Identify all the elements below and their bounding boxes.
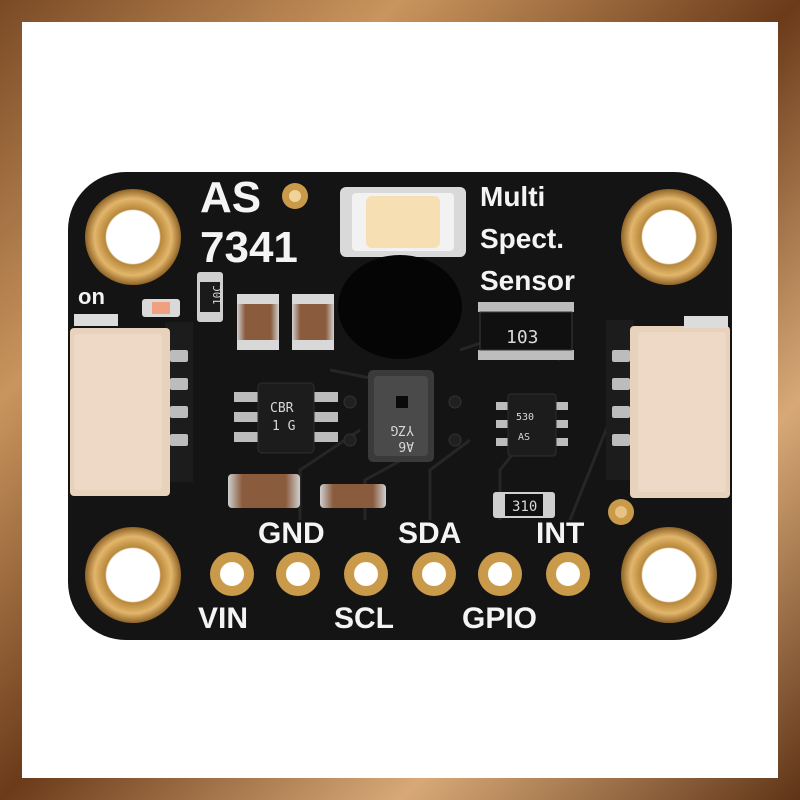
chip-center (343, 370, 462, 462)
led-label: on (78, 284, 105, 309)
pin-label-int: INT (536, 517, 584, 550)
chip-center-text-1: A6 (398, 438, 414, 453)
chip-right-text-1: 530 (516, 412, 534, 423)
resistor-network-code: 103 (506, 327, 539, 348)
board-title-line1: AS (200, 173, 261, 222)
pin-label-vin: VIN (198, 602, 248, 635)
connector-right-pins (612, 350, 630, 446)
chip-right (496, 393, 568, 457)
chip-left (234, 382, 338, 454)
pin-label-gpio: GPIO (462, 602, 537, 635)
board-desc-line2: Spect. (480, 223, 564, 254)
resistor-top-code: 10C (211, 285, 224, 305)
header-pads (210, 552, 590, 596)
connector-left-pins (170, 350, 188, 446)
capacitor-4 (320, 484, 386, 508)
sensor-window (338, 255, 462, 359)
resistor-network-103 (478, 302, 574, 360)
board-desc-line1: Multi (480, 181, 545, 212)
mounting-hole-bottom-left (85, 527, 181, 623)
board-desc-line3: Sensor (480, 265, 575, 296)
led-emitter (366, 196, 440, 248)
capacitor-1 (237, 296, 279, 348)
pin-label-scl: SCL (334, 602, 394, 635)
mounting-hole-bottom-right (621, 527, 717, 623)
chip-center-text-2: YZG (390, 422, 414, 437)
mounting-hole-top-right (621, 189, 717, 285)
chip-left-text-1: CBR (270, 401, 294, 416)
capacitor-3 (228, 474, 300, 508)
chip-left-text-2: 1 G (272, 419, 296, 434)
pin-label-gnd: GND (258, 517, 325, 550)
board-title-line2: 7341 (200, 223, 298, 272)
mounting-hole-top-left (85, 189, 181, 285)
pin-label-sda: SDA (398, 517, 461, 550)
capacitor-2 (292, 296, 334, 348)
resistor-bottom-code: 310 (512, 499, 537, 515)
chip-right-text-2: AS (518, 432, 530, 443)
